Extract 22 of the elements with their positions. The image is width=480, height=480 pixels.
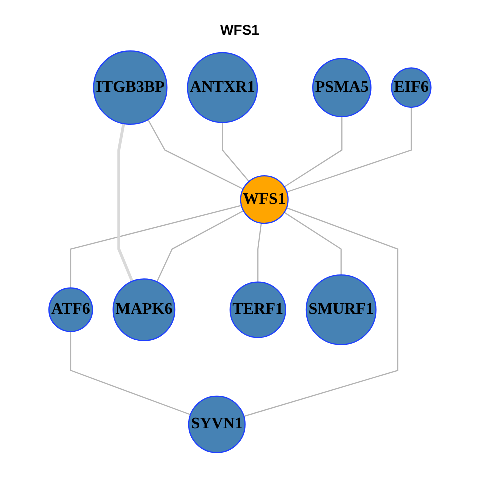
node-circle: ANTXR1	[187, 52, 258, 124]
connector	[222, 122, 250, 182]
node-circle: EIF6	[391, 68, 432, 108]
node-circle: ITGB3BP	[93, 50, 168, 126]
connector	[148, 120, 244, 190]
title: WFS1	[220, 22, 260, 38]
connector	[286, 108, 412, 193]
node-circle: ATF6	[48, 288, 94, 332]
connector	[117, 124, 134, 282]
connector	[70, 332, 191, 416]
connector	[156, 210, 244, 282]
connector	[284, 116, 342, 188]
node-circle: TERF1	[230, 282, 286, 338]
node-circle: SMURF1	[306, 274, 377, 346]
connector	[284, 212, 342, 276]
connector	[257, 223, 262, 282]
node-circle: SYVN1	[188, 396, 246, 454]
node-circle: MAPK6	[112, 278, 176, 342]
connector	[244, 208, 398, 418]
connector	[70, 205, 242, 288]
node-circle: WFS1	[240, 176, 289, 224]
node-circle: PSMA5	[312, 58, 372, 118]
